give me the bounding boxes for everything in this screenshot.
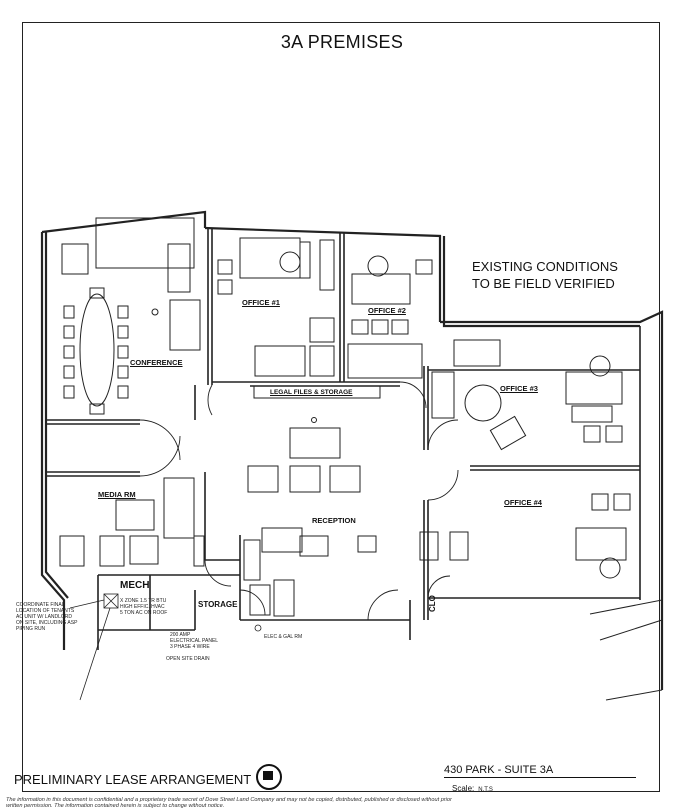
disclaimer: The information in this document is conf… (6, 797, 678, 810)
open-drain-annotation: OPEN SITE DRAIN (166, 656, 210, 662)
coordinate-line-2: LOCATION OF TENANTS (16, 608, 75, 614)
scale-info: Scale:N.T.S (452, 784, 493, 793)
room-label-office2: OFFICE #2 (368, 306, 406, 315)
room-label-mech: MECH (120, 580, 150, 591)
disclaimer-line-1: The information in this document is conf… (6, 797, 452, 803)
office1-furniture (217, 237, 335, 377)
existing-conditions-note: EXISTING CONDITIONS TO BE FIELD VERIFIED (472, 258, 618, 292)
note-line-2: TO BE FIELD VERIFIED (472, 276, 615, 291)
note-line-1: EXISTING CONDITIONS (472, 259, 618, 274)
room-label-legal-files: LEGAL FILES & STORAGE (270, 389, 353, 396)
room-label-reception: RECEPTION (312, 516, 356, 525)
room-label-conference: CONFERENCE (130, 358, 183, 367)
exterior-details (589, 599, 663, 701)
exterior-walls (40, 210, 664, 690)
room-label-storage: STORAGE (198, 600, 238, 609)
legal-files-cabinet (253, 385, 381, 399)
mech-annotation: X ZONE 1.5 TR BTU HIGH EFFIC. HVAC 5 TON… (120, 598, 167, 616)
room-label-closet: CLO (428, 595, 437, 612)
electrical-line-2: ELECTRICAL PANEL (170, 638, 219, 644)
project-name: 430 PARK - SUITE 3A (444, 764, 636, 778)
mech-note-line-3: 5 TON AC ON ROOF (120, 610, 168, 616)
office2-furniture (347, 255, 433, 379)
sink-annotation: ELEC & GAL RM (264, 634, 303, 640)
room-label-office1: OFFICE #1 (242, 298, 280, 307)
coordinate-line-3: AC UNIT W/ LANDLORD (16, 614, 73, 620)
coordinate-line-1: COORDINATE FINAL (16, 602, 65, 608)
company-logo-icon (256, 764, 282, 790)
room-label-office4: OFFICE #4 (504, 498, 542, 507)
page-title: 3A PREMISES (280, 32, 404, 52)
scale-value: N.T.S (478, 787, 493, 793)
footer-title: PRELIMINARY LEASE ARRANGEMENT (14, 772, 252, 787)
disclaimer-line-2: written permission. The information cont… (6, 803, 225, 810)
electrical-annotation: 200 AMP ELECTRICAL PANEL 3 PHASE 4 WIRE (170, 632, 218, 650)
electrical-line-1: 200 AMP (170, 632, 191, 638)
room-label-office3: OFFICE #3 (500, 384, 538, 393)
reception-furniture (243, 417, 377, 617)
office3-furniture (431, 339, 623, 451)
mech-details (69, 593, 262, 701)
drawing-sheet (22, 22, 660, 792)
room-label-media: MEDIA RM (98, 490, 136, 499)
office4-furniture (419, 493, 631, 579)
mech-note-line-2: HIGH EFFIC. HVAC (120, 604, 165, 610)
mech-note-line-1: X ZONE 1.5 TR BTU (120, 598, 167, 604)
electrical-line-3: 3 PHASE 4 WIRE (170, 644, 210, 650)
coordinate-annotation: COORDINATE FINAL LOCATION OF TENANTS AC … (16, 602, 77, 632)
media-furniture (59, 477, 205, 567)
door-swings (139, 381, 459, 621)
coordinate-line-5: PIPING RUN (16, 626, 46, 632)
coordinate-line-4: ON SITE, INCLUDING ASP (16, 620, 78, 626)
conference-furniture (61, 217, 201, 415)
scale-label: Scale: (452, 784, 475, 793)
